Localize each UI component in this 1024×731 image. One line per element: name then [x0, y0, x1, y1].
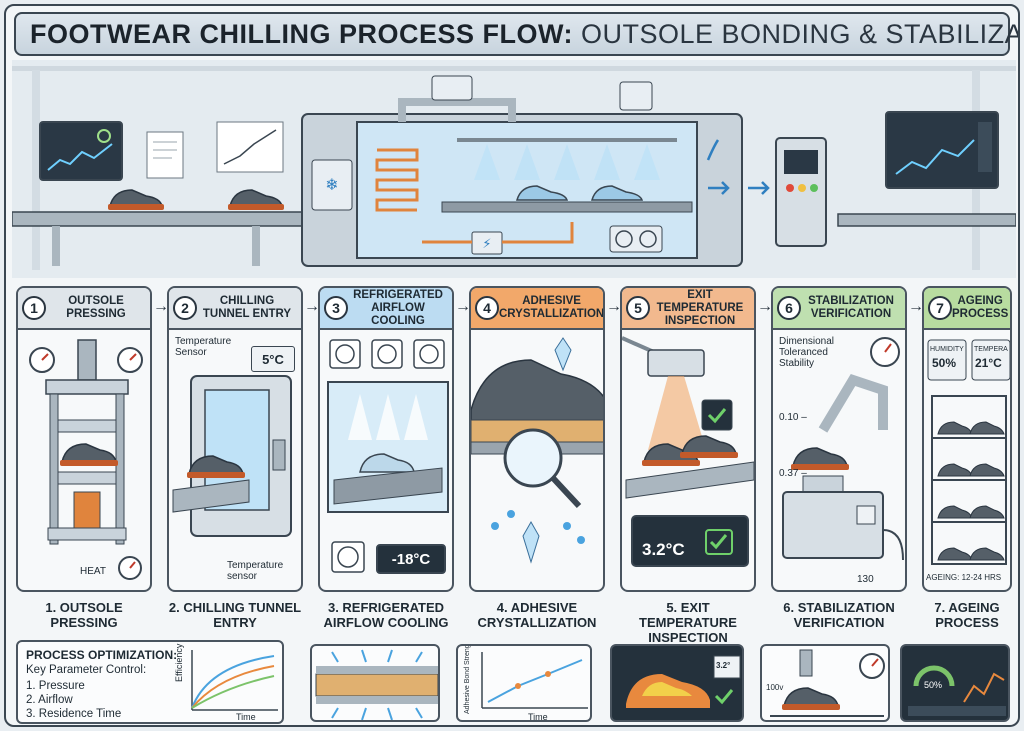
step-7-panel: 7 AGEING PROCESS	[922, 286, 1012, 592]
crystallization-illustration	[471, 337, 603, 564]
press-test-panel: 100v	[760, 644, 890, 722]
tunnel-entry-illustration	[172, 375, 292, 537]
step-5-header: 5 EXIT TEMPERATURE INSPECTION	[622, 288, 754, 330]
page-title: FOOTWEAR CHILLING PROCESS FLOW: OUTSOLE …	[14, 12, 1018, 56]
efficiency-axis-label: Efficiency	[174, 643, 184, 682]
step-3-panel: 3 REFRIGERATED AIRFLOW COOLING	[318, 286, 454, 592]
press-value: 100v	[766, 683, 784, 692]
sensor-bottom-label: Temperature sensor	[227, 560, 284, 582]
infographic-frame: FOOTWEAR CHILLING PROCESS FLOW: OUTSOLE …	[4, 4, 1020, 727]
step-2-title: CHILLING TUNNEL ENTRY	[202, 295, 292, 320]
step-7-header: 7 AGEING PROCESS	[924, 288, 1010, 330]
tolerance-bottom-value: 0.37 –	[779, 468, 807, 479]
verification-illustration	[782, 337, 904, 561]
svg-text:⚡: ⚡	[482, 237, 491, 252]
temperature-label: TEMPERA	[974, 346, 1008, 353]
dashboard-panel: 50%	[900, 644, 1010, 722]
flow-arrow-icon: →	[908, 298, 924, 315]
exit-temp-readout: 3.2°C	[642, 540, 685, 559]
step-6-number: 6	[777, 296, 801, 320]
optimization-item: 3. Residence Time	[26, 708, 122, 720]
efficiency-chart	[191, 650, 278, 711]
left-monitor-icon	[39, 121, 123, 181]
step-5-number: 5	[626, 296, 650, 320]
step-5-panel: 5 EXIT TEMPERATURE INSPECTION 3.2°C	[620, 286, 756, 592]
tolerance-top-value: 0.10 –	[779, 412, 807, 423]
gauge-value: 50%	[924, 680, 943, 690]
step-1-caption: 1. OUTSOLE PRESSING	[45, 600, 123, 630]
ageing-duration: AGEING: 12-24 HRS	[926, 573, 1002, 582]
document-icon	[146, 131, 184, 179]
step-4-number: 4	[475, 296, 499, 320]
optimization-item: 1. Pressure	[26, 680, 85, 692]
svg-text:❄: ❄	[325, 175, 338, 194]
step-1-header: 1 OUTSOLE PRESSING	[18, 288, 150, 330]
step-7-number: 7	[928, 296, 952, 320]
step-2-header: 2 CHILLING TUNNEL ENTRY	[169, 288, 301, 330]
step-4-caption: 4. ADHESIVE CRYSTALLIZATION	[477, 600, 597, 630]
press-illustration	[29, 339, 143, 580]
step-5-title: EXIT TEMPERATURE INSPECTION	[656, 288, 744, 327]
step-4-title: ADHESIVE CRYSTALLIZATION	[499, 295, 605, 320]
airflow-cooling-illustration	[327, 339, 449, 573]
step-1-number: 1	[22, 296, 46, 320]
flow-arrow-icon: →	[304, 298, 320, 315]
flow-arrow-icon: →	[606, 298, 622, 315]
step-1-panel: 1 OUTSOLE PRESSING HE	[16, 286, 152, 592]
compression-detail-panel	[310, 644, 440, 722]
thermal-image-panel: 3.2°	[610, 644, 744, 722]
step-3-header: 3 REFRIGERATED AIRFLOW COOLING	[320, 288, 452, 330]
title-bold: FOOTWEAR CHILLING PROCESS FLOW:	[30, 18, 573, 49]
flow-arrow-icon: →	[153, 298, 169, 315]
step-1-title: OUTSOLE PRESSING	[66, 295, 126, 320]
time-axis-label: Time	[236, 712, 256, 722]
step-4-panel: 4 ADHESIVE CRYSTALLIZATION	[469, 286, 605, 592]
step-6-header: 6 STABILIZATION VERIFICATION	[773, 288, 905, 330]
chilling-tunnel-machine: ❄	[301, 75, 743, 267]
optimization-item: 2. Airflow	[26, 694, 73, 706]
bond-strength-panel: Adhesive Bond Strength vs. Time	[456, 644, 592, 722]
step-6-caption: 6. STABILIZATION VERIFICATION	[783, 600, 895, 630]
optimization-subtitle: Key Parameter Control:	[26, 664, 147, 676]
cooling-temp-badge: -18°C	[376, 544, 446, 574]
optimization-title: PROCESS OPTIMIZATION:	[26, 648, 178, 662]
step-6-panel: 6 STABILIZATION VERIFICATION Dimensional…	[771, 286, 907, 592]
graph-paper-icon	[216, 121, 284, 173]
ageing-rack-illustration	[927, 339, 1010, 565]
humidity-label: HUMIDITY	[930, 346, 964, 353]
step-7-caption: 7. AGEING PROCESS	[934, 600, 1000, 630]
step-3-title: REFRIGERATED AIRFLOW COOLING	[353, 288, 443, 327]
thermal-readout: 3.2°	[716, 661, 731, 670]
bond-time-label: Time	[528, 712, 548, 722]
title-light: OUTSOLE BONDING & STABILIZATION	[581, 18, 1020, 49]
process-steps: 1 OUTSOLE PRESSING HE	[16, 286, 1012, 645]
bond-axis-label: Adhesive Bond Strength vs.	[464, 644, 471, 714]
bottom-row: PROCESS OPTIMIZATION: Key Parameter Cont…	[16, 640, 1012, 725]
step-3-number: 3	[324, 296, 348, 320]
entry-temp-badge: 5°C	[251, 346, 295, 372]
inspection-illustration	[622, 336, 754, 567]
heat-label: HEAT	[80, 566, 106, 577]
control-cabinet	[775, 137, 827, 247]
sensor-top-label: Temperature Sensor	[175, 336, 232, 358]
step-2-panel: 2 CHILLING TUNNEL ENTRY Temperature Sens…	[167, 286, 303, 592]
cable-value: 130	[857, 574, 874, 585]
step-4-header: 4 ADHESIVE CRYSTALLIZATION	[471, 288, 603, 330]
step-2-caption: 2. CHILLING TUNNEL ENTRY	[168, 600, 302, 630]
tolerance-label: Dimensional Toleranced Stability	[779, 336, 835, 369]
step-2-number: 2	[173, 296, 197, 320]
factory-scene: ❄	[12, 60, 1016, 278]
step-5-caption: 5. EXIT TEMPERATURE INSPECTION	[639, 600, 737, 645]
step-3-caption: 3. REFRIGERATED AIRFLOW COOLING	[323, 600, 449, 630]
step-6-title: STABILIZATION VERIFICATION	[808, 295, 894, 320]
process-optimization-box: PROCESS OPTIMIZATION: Key Parameter Cont…	[16, 640, 284, 724]
step-7-title: AGEING PROCESS	[952, 295, 1009, 320]
shoe-icon	[108, 189, 164, 210]
humidity-value: 50%	[932, 356, 957, 370]
flow-arrow-icon: →	[455, 298, 471, 315]
right-monitor-icon	[885, 111, 999, 189]
shoe-icon	[228, 189, 284, 210]
temperature-value: 21°C	[975, 356, 1002, 370]
flow-arrow-icon: →	[757, 298, 773, 315]
